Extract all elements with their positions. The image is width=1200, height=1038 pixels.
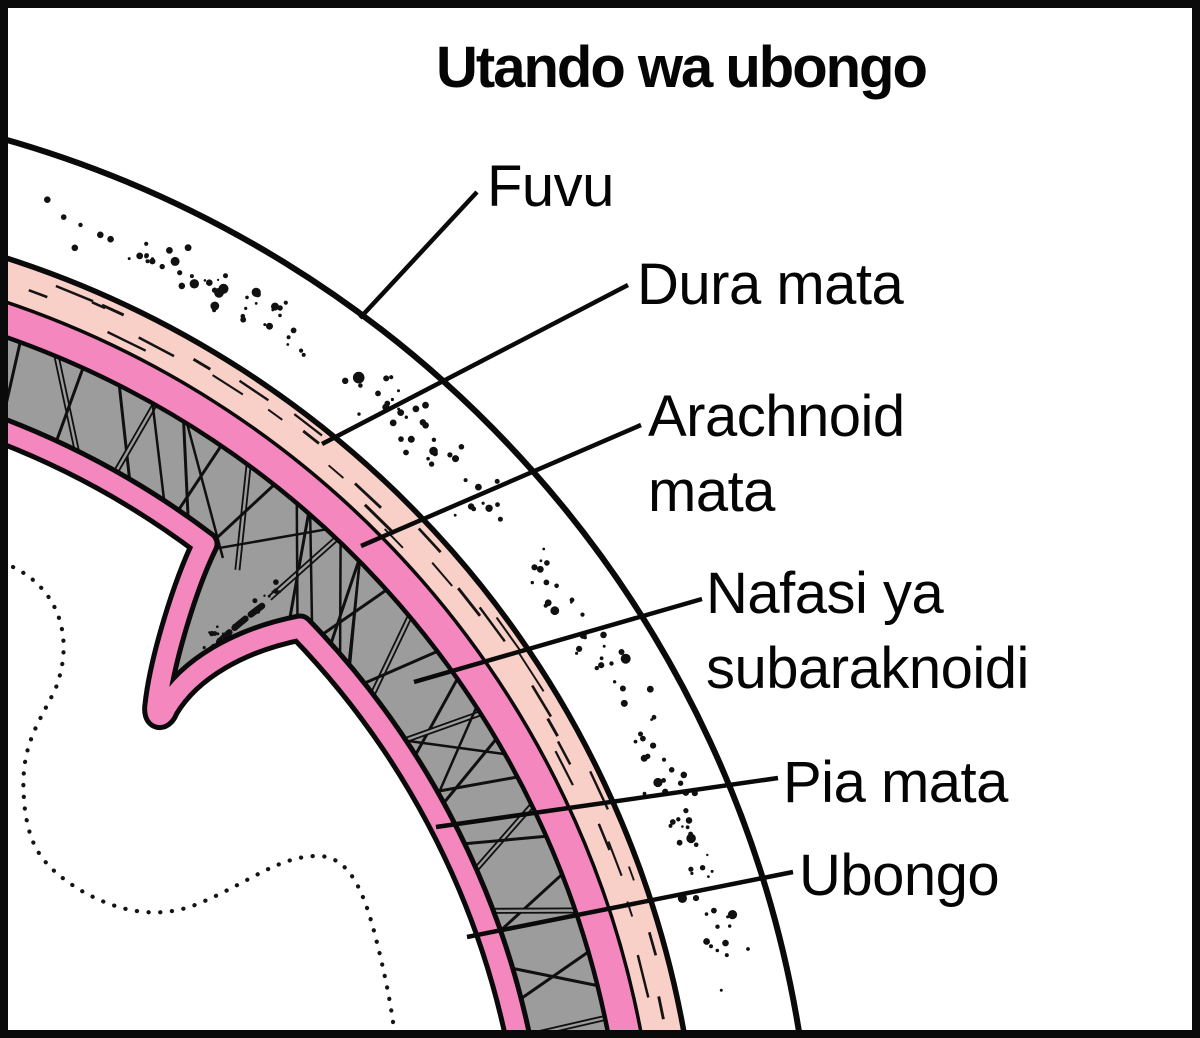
label-dura-mata: Dura mata [637,252,904,317]
arachnoid-subarachnoid-line [0,332,612,1038]
pia-mata-band [0,420,528,1038]
figure-title: Utando wa ubongo [436,35,928,100]
skull-inner-line [0,253,688,1038]
leader-dura-mata [320,283,630,446]
label-pia-mata: Pia mata [783,750,1008,815]
dura-arachnoid-line [0,298,644,1038]
label-nafasi-ya-subaraknoidi: Nafasi ya subaraknoidi [706,561,1029,701]
leader-ubongo [466,869,794,940]
label-fuvu: Fuvu [487,154,614,219]
brain-inner-dotted-line [10,564,398,1038]
skull-band [0,138,800,1038]
label-arachnoid-mata: Arachnoid mata [648,384,905,524]
leader-arachnoid-mata [360,422,642,549]
leader-pia-mata [435,775,779,830]
leader-fuvu [358,190,479,320]
label-ubongo: Ubongo [799,843,1000,908]
leader-nafasi-ya-subaraknoidi [413,596,703,685]
subarachnoid-space-band [0,335,609,1038]
dura-layer-dashes [28,284,665,1020]
subarachnoid-trabeculae [0,341,606,1038]
